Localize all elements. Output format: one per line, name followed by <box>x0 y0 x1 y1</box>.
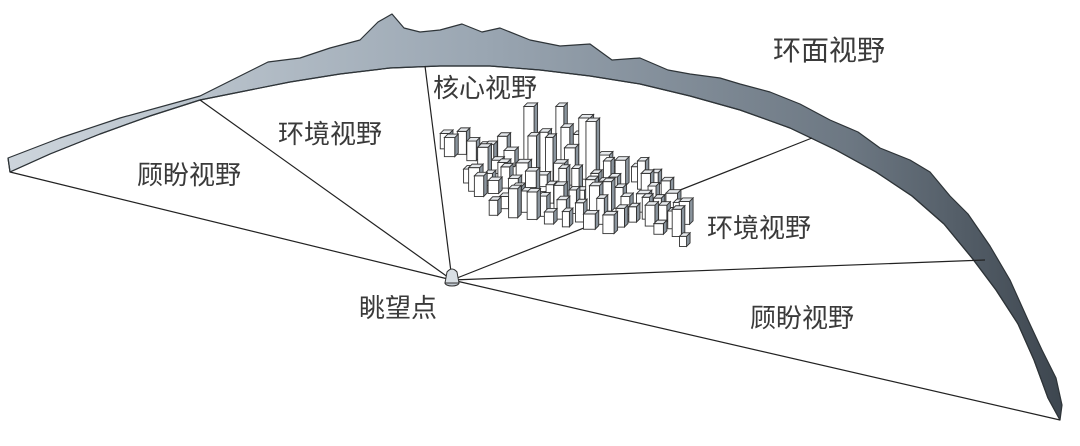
sector-line-env-glance-right <box>451 259 986 281</box>
city-building <box>582 209 600 231</box>
city-building <box>476 142 493 179</box>
sector-lines <box>9 65 1061 421</box>
city-building <box>671 204 686 238</box>
city-building <box>678 231 692 248</box>
label-core-view: 核心视野 <box>433 74 537 104</box>
sector-line-outer-left <box>9 171 453 281</box>
city-building <box>601 210 619 235</box>
label-glance-view-left: 顾盼视野 <box>137 161 241 191</box>
label-panorama-view: 环面视野 <box>773 34 885 67</box>
city-buildings <box>439 101 695 248</box>
city-building <box>543 207 559 226</box>
city-building <box>526 187 542 221</box>
city-building <box>627 202 642 224</box>
city-building <box>561 207 574 228</box>
viewpoint-marker <box>444 268 460 287</box>
city-building <box>614 155 631 187</box>
city-building <box>443 132 460 158</box>
label-environment-view-left: 环境视野 <box>278 120 382 150</box>
sector-line-glance-env-left <box>199 99 453 281</box>
city-building <box>652 219 668 236</box>
sector-line-outer-right <box>451 279 1061 421</box>
label-viewpoint: 眺望点 <box>359 294 437 324</box>
mountain-ridge <box>7 13 1063 421</box>
city-building <box>507 184 523 219</box>
label-glance-view-right: 顾盼视野 <box>750 304 854 334</box>
city-building <box>526 131 542 179</box>
sector-line-env-core-left <box>424 65 453 281</box>
label-environment-view-right: 环境视野 <box>707 214 811 244</box>
city-building <box>487 175 504 195</box>
city-building <box>473 171 489 198</box>
city-building <box>488 195 503 217</box>
